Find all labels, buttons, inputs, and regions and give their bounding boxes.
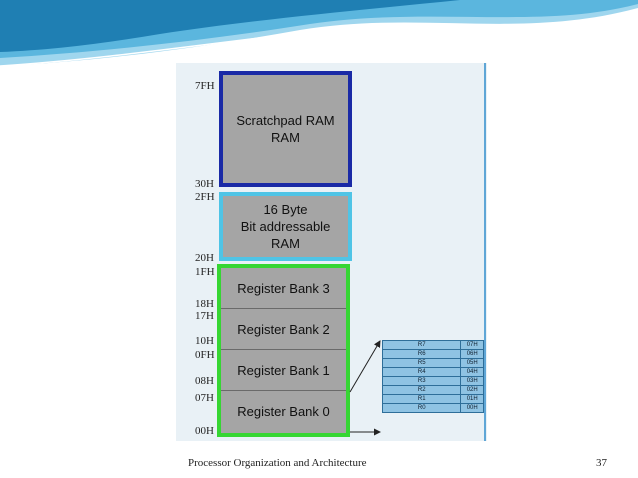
register-address: 05H [460, 358, 484, 368]
register-address: 07H [460, 340, 484, 350]
address-2fh: 2FH [195, 191, 215, 203]
page-number: 37 [596, 457, 607, 469]
register-bank-1: Register Bank 1 [221, 350, 346, 391]
register-name: R2 [381, 385, 462, 395]
register-name: R5 [381, 358, 462, 368]
address-10h: 10H [195, 335, 214, 347]
register-address: 06H [460, 349, 484, 359]
register-address: 01H [460, 394, 484, 404]
address-7fh: 7FH [195, 80, 215, 92]
scratchpad-ram-block: Scratchpad RAM RAM [219, 71, 352, 187]
address-30h: 30H [195, 178, 214, 190]
scratchpad-ram-label: Scratchpad RAM RAM [236, 113, 335, 145]
figure-border-line [484, 63, 486, 441]
address-1fh: 1FH [195, 266, 215, 278]
address-08h: 08H [195, 375, 214, 387]
address-18h: 18H [195, 298, 214, 310]
register-name: R0 [381, 403, 462, 413]
address-07h: 07H [195, 392, 214, 404]
register-banks-block: Register Bank 3 Register Bank 2 Register… [217, 264, 350, 437]
register-name: R1 [381, 394, 462, 404]
register-bank-3: Register Bank 3 [221, 268, 346, 309]
register-address: 02H [460, 385, 484, 395]
register-bank-2: Register Bank 2 [221, 309, 346, 350]
footer-title: Processor Organization and Architecture [188, 457, 367, 469]
header-wave-decoration [0, 0, 638, 67]
register-name: R4 [381, 367, 462, 377]
address-0fh: 0FH [195, 349, 215, 361]
address-00h: 00H [195, 425, 214, 437]
bit-addressable-ram-label: 16 Byte Bit addressable RAM [240, 202, 331, 251]
register-address: 04H [460, 367, 484, 377]
register-name: R7 [381, 340, 462, 350]
register-name: R6 [381, 349, 462, 359]
bit-addressable-ram-block: 16 Byte Bit addressable RAM [219, 192, 352, 261]
register-bank-0: Register Bank 0 [237, 404, 330, 419]
register-address: 03H [460, 376, 484, 386]
register-name: R3 [381, 376, 462, 386]
address-17h: 17H [195, 310, 214, 322]
address-20h: 20H [195, 252, 214, 264]
register-address: 00H [460, 403, 484, 413]
